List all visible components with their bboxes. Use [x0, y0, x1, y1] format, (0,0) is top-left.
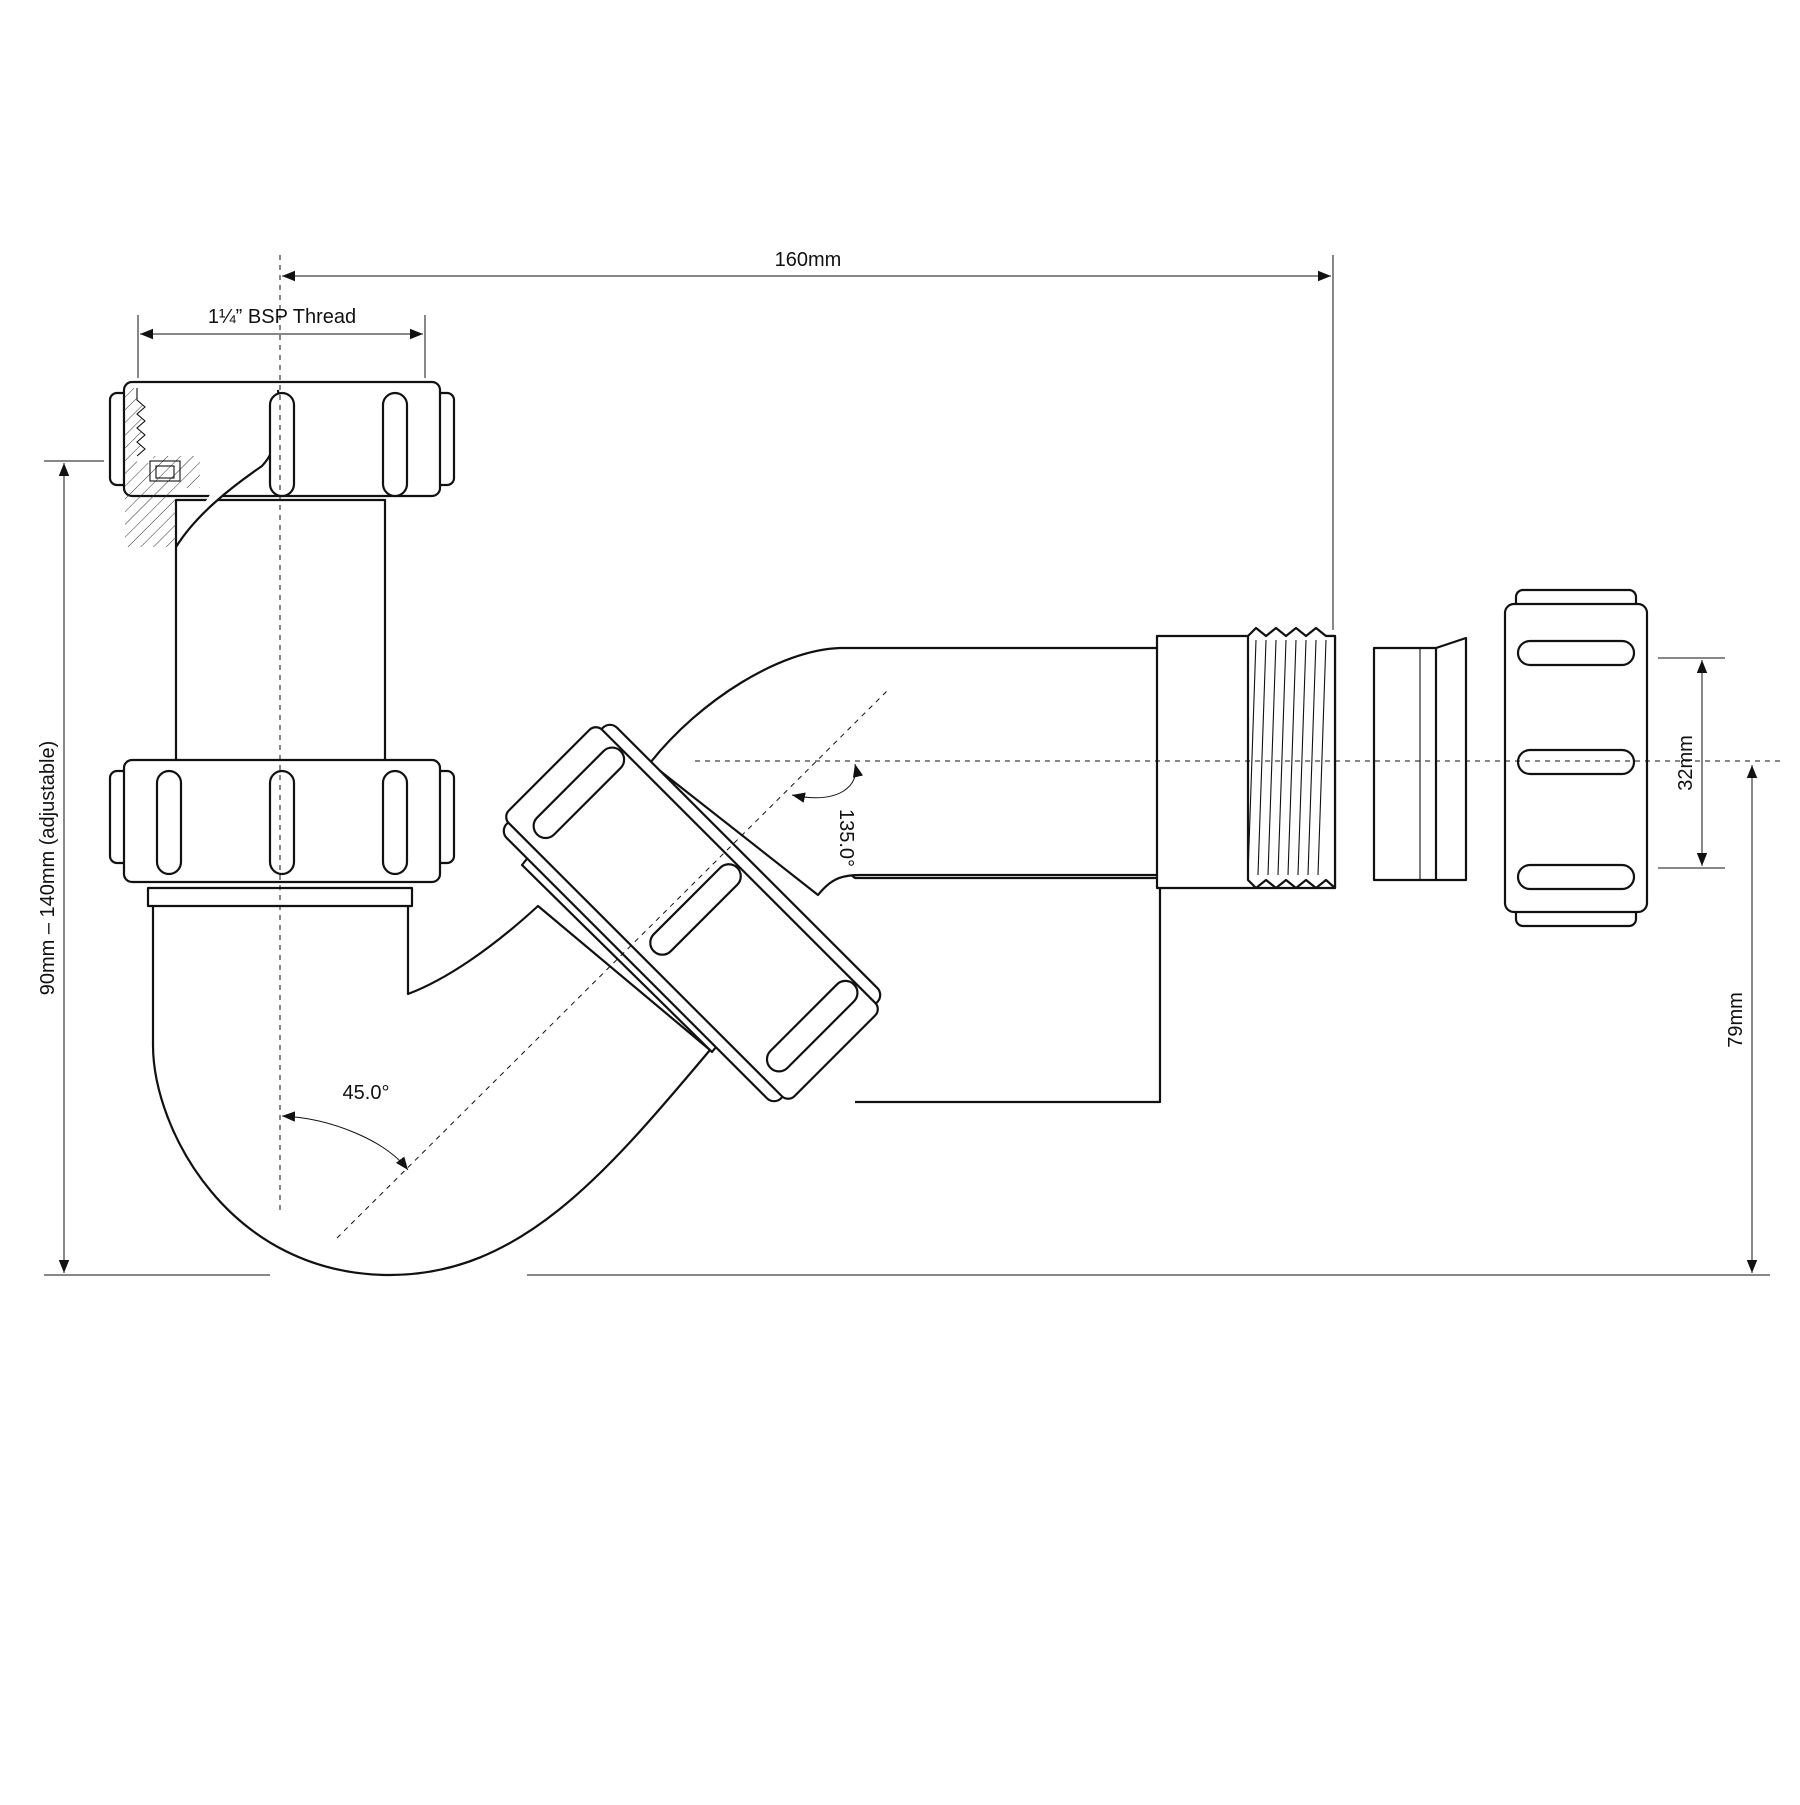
dimension-outlet-diameter: 32mm [1658, 657, 1725, 869]
lower-angle-label: 45.0° [343, 1082, 390, 1104]
centre-lines [279, 255, 1785, 1239]
length-dimension-label: 160mm [775, 249, 842, 271]
dimension-height: 90mm – 140mm (adjustable) [37, 460, 1770, 1276]
cone-washer [1372, 636, 1468, 882]
outlet-diameter-label: 32mm [1675, 735, 1697, 791]
upper-angle-label: 135.0° [835, 809, 857, 867]
dimension-outlet-height: 79mm [1725, 765, 1758, 1273]
lower-coupling-nut [108, 758, 456, 884]
diagonal-union [502, 723, 882, 1103]
threaded-spigot [1155, 626, 1337, 890]
outlet-height-label: 79mm [1725, 992, 1747, 1048]
dimension-thread: 1¼” BSP Thread [137, 306, 426, 378]
angle-upper: 135.0° [791, 763, 864, 867]
inlet-nut [108, 380, 456, 548]
dimension-length: 160mm [282, 249, 1334, 630]
angle-lower: 45.0° [281, 1082, 409, 1171]
height-dimension-label: 90mm – 140mm (adjustable) [37, 741, 59, 996]
trap-body [146, 886, 712, 1277]
outlet-nut [1503, 588, 1649, 928]
outlet-arm [648, 646, 1162, 1104]
thread-dimension-label: 1¼” BSP Thread [208, 306, 356, 328]
